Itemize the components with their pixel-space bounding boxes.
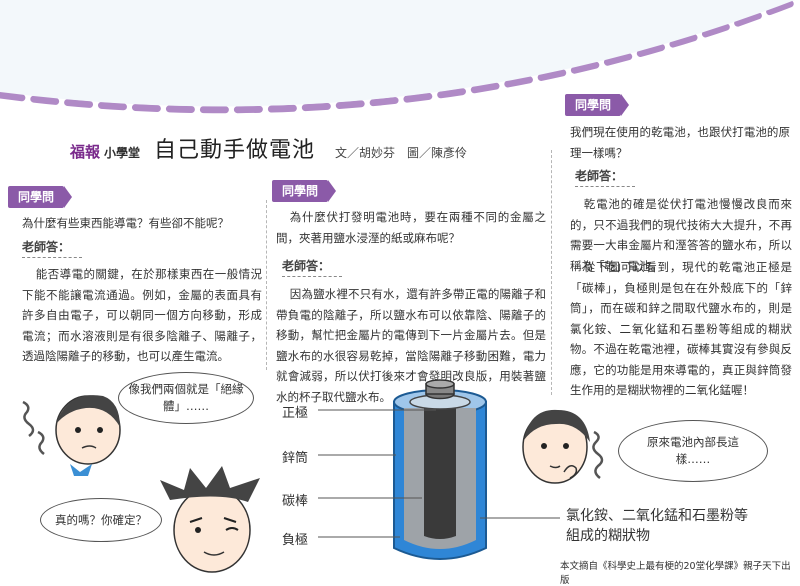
- student-question-tag: 同學問: [565, 94, 630, 116]
- speech-bubble-right-girl: 原來電池內部長這樣……: [618, 420, 768, 482]
- diagram-leader-lines: [318, 409, 436, 538]
- article-header: 福報 小學堂 自己動手做電池 文／胡妙芬 圖／陳彥伶: [70, 132, 490, 163]
- credits: 文／胡妙芬 圖／陳彥伶: [335, 146, 468, 160]
- label-paste-line1: 氯化銨、二氧化錳和石墨粉等: [566, 508, 748, 524]
- speech-bubble-girl: 像我們兩個就是「絕緣體」……: [118, 372, 254, 424]
- question-text: 為什麼伏打發明電池時，要在兩種不同的金屬之間，夾著用鹽水浸溼的紙或麻布呢？: [276, 210, 546, 245]
- girl-thinking-illustration: [522, 409, 604, 484]
- brand-logo: 福報: [70, 143, 101, 161]
- student-question-tag: 同學問: [272, 180, 337, 202]
- question-text: 我們現在使用的乾電池，也跟伏打電池的原理一樣嗎？: [570, 125, 790, 160]
- paste-leader-line: [480, 517, 560, 519]
- teacher-answer-label: 老師答：: [575, 169, 636, 187]
- label-positive-terminal: 正極: [282, 406, 309, 421]
- answer-paragraph-1: 乾電池的確是從伏打電池慢慢改良而來的，只不過我們的現代技術大大提升，不再需要一大…: [570, 197, 792, 273]
- answer-text: 能否導電的關鍵，在於那樣東西在一般情況下能不能讓電流通過。例如，金屬的表面具有許…: [22, 267, 262, 363]
- label-negative-terminal: 負極: [282, 533, 309, 548]
- question-text: 為什麼有些東西能導電？有些卻不能呢？: [22, 216, 229, 230]
- label-carbon-rod: 碳棒: [282, 494, 309, 509]
- source-citation: 本文摘自《科學史上最有梗的20堂化學課》親子天下出版: [560, 561, 791, 586]
- answer-paragraph-2: 從下圖可以看到，現代的乾電池正極是「碳棒」，負極則是包在在外殼底下的「鋅筒」，而…: [570, 260, 792, 397]
- answer-text: 因為鹽水裡不只有水，還有許多帶正電的陽離子和帶負電的陰離子，所以鹽水布可以依靠陰…: [276, 287, 546, 404]
- column-divider: [551, 150, 552, 395]
- teacher-answer-label: 老師答：: [282, 259, 343, 277]
- student-question-tag: 同學問: [8, 186, 73, 208]
- page-title: 自己動手做電池: [154, 138, 316, 163]
- speech-bubble-boy: 真的嗎？你確定？: [40, 498, 162, 542]
- brand-subtitle: 小學堂: [104, 146, 141, 160]
- column-divider: [266, 200, 267, 370]
- teacher-answer-label: 老師答：: [22, 240, 83, 258]
- label-zinc-can: 鋅筒: [282, 451, 309, 466]
- girl-illustration: [22, 395, 121, 476]
- decorative-arc: [0, 0, 800, 114]
- boy-illustration: [160, 466, 260, 573]
- battery-diagram: [393, 379, 487, 560]
- label-paste-line2: 組成的糊狀物: [566, 528, 650, 544]
